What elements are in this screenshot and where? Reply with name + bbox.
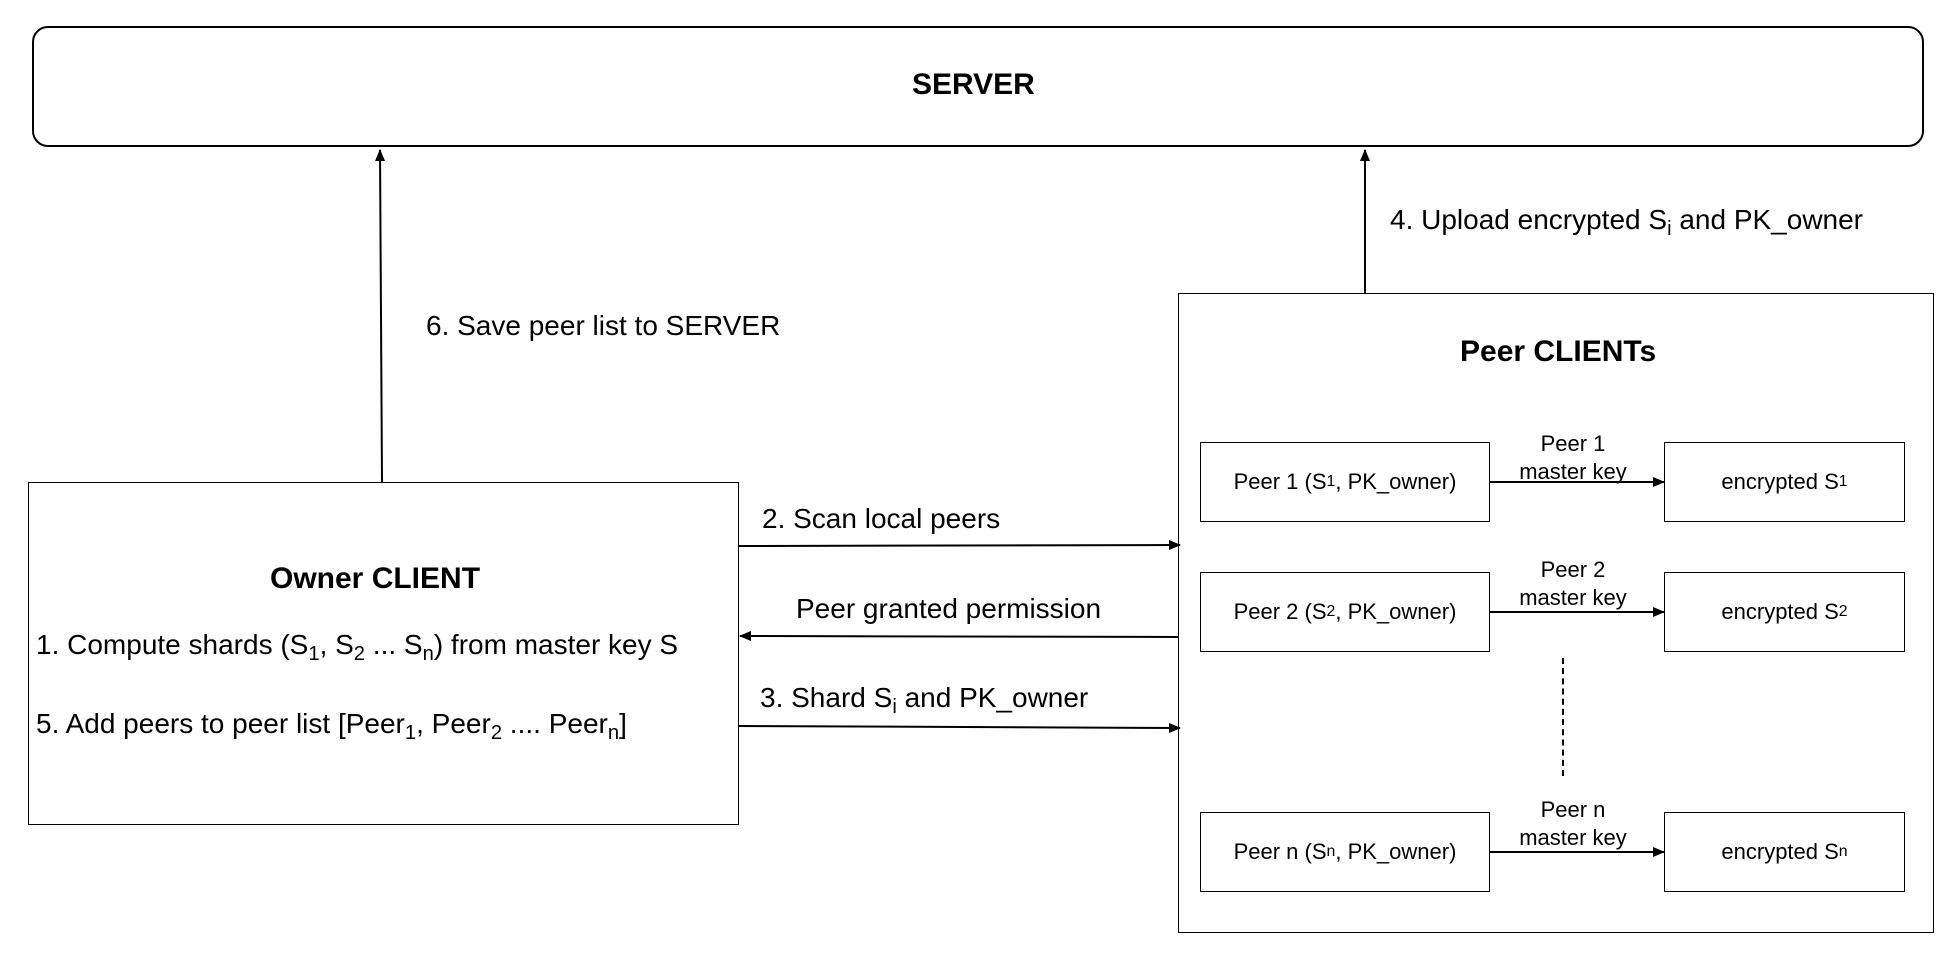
peer-clients-title: Peer CLIENTs [1460, 335, 1657, 368]
owner-step5-text: 5. Add peers to peer list [Peer1, Peer2 … [36, 708, 627, 745]
arrow-owner-to-server [375, 149, 386, 483]
server-title: SERVER [912, 68, 1035, 101]
step4-label: 4. Upload encrypted Si and PK_owner [1390, 204, 1864, 241]
server-node [32, 26, 1924, 147]
ellipsis-dashed-line [1562, 658, 1564, 776]
step2-label: 2. Scan local peers [762, 503, 1001, 534]
granted-label: Peer granted permission [796, 593, 1102, 624]
owner-client-title: Owner CLIENT [270, 562, 481, 595]
arrow-scan-local-peers [738, 540, 1181, 551]
step6-label: 6. Save peer list to SERVER [426, 310, 781, 341]
owner-client-node [28, 482, 739, 825]
step3-label: 3. Shard Si and PK_owner [760, 682, 1089, 719]
arrow-shard-to-peers [738, 722, 1181, 733]
owner-step1-text: 1. Compute shards (S1, S2 ... Sn) from m… [36, 629, 679, 666]
arrow-peer-granted [739, 631, 1179, 642]
